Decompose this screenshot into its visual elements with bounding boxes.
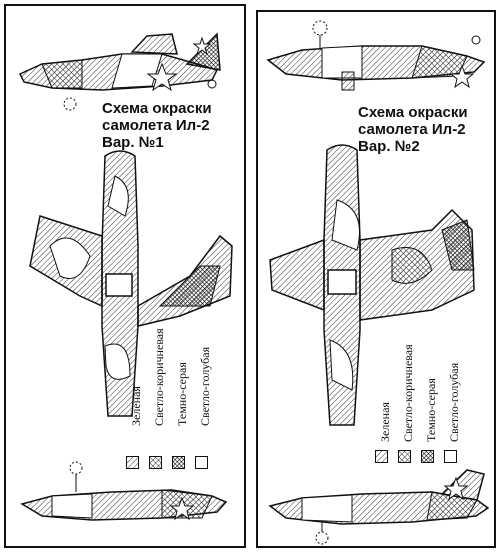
variant-1-panel: Схема окраски самолета Ил-2 Вар. №1 Зеле… (4, 4, 246, 548)
variant-2-panel: Схема окраски самолета Ил-2 Вар. №2 Зеле… (256, 10, 496, 548)
variant-2-title: Схема окраски самолета Ил-2 Вар. №2 (358, 104, 468, 155)
legend-swatch-light-brown (149, 456, 162, 469)
star-icon (443, 476, 469, 501)
legend-swatch-light-blue (444, 450, 457, 463)
legend-label-green: Зеленая (378, 402, 392, 442)
legend-swatch-light-brown (398, 450, 411, 463)
title-line-1: Схема окраски (102, 100, 212, 117)
star-icon (169, 496, 195, 521)
legend-swatch-green (375, 450, 388, 463)
title-line-3: Вар. №1 (102, 134, 164, 151)
variant-1-title: Схема окраски самолета Ил-2 Вар. №1 (102, 100, 212, 151)
star-icon (192, 36, 212, 56)
legend-swatch-green (126, 456, 139, 469)
legend-label-light-blue: Светло-голубая (447, 362, 461, 442)
legend-swatch-light-blue (195, 456, 208, 469)
legend-label-light-brown: Светло-коричневая (152, 328, 166, 426)
aircraft-side-view-upper (18, 32, 221, 111)
aircraft-side-view-upper (266, 20, 486, 91)
legend-label-green: Зеленая (129, 386, 143, 426)
legend-label-dark-grey: Темно-серая (175, 362, 189, 426)
title-line-2: самолета Ил-2 (102, 117, 210, 134)
legend-swatch-dark-grey (172, 456, 185, 469)
star-icon (449, 64, 475, 89)
title-line-1: Схема окраски (358, 104, 468, 121)
aircraft-side-view-lower (20, 461, 228, 521)
aircraft-plan-view (29, 150, 233, 417)
aircraft-plan-view (269, 144, 475, 426)
star-icon (146, 62, 178, 92)
legend-label-light-brown: Светло-коричневая (401, 344, 415, 442)
title-line-2: самолета Ил-2 (358, 121, 466, 138)
legend-label-light-blue: Светло-голубая (198, 346, 212, 426)
aircraft-side-view-lower (268, 469, 490, 545)
legend-label-dark-grey: Темно-серая (424, 378, 438, 442)
title-line-3: Вар. №2 (358, 138, 420, 155)
legend-swatch-dark-grey (421, 450, 434, 463)
